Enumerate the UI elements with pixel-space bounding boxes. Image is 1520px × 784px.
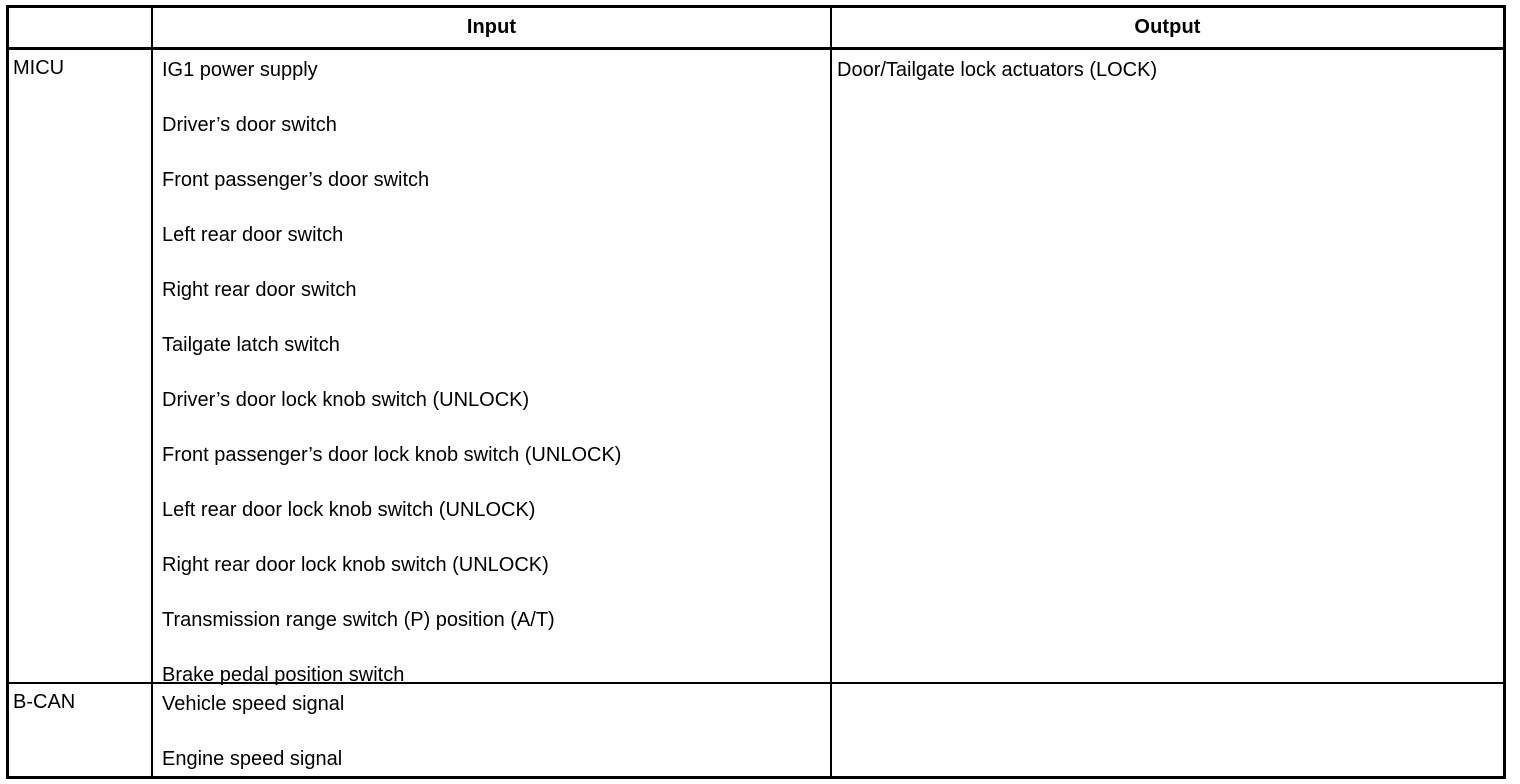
list-item: Driver’s door lock knob switch (UNLOCK)	[162, 389, 530, 411]
list-item: Tailgate latch switch	[162, 334, 340, 356]
list-item: Left rear door switch	[162, 224, 344, 246]
list-item: Front passenger’s door lock knob switch …	[162, 444, 622, 466]
list-item: Right rear door switch	[162, 279, 357, 301]
input-output-table: Input Output MICU IG1 power supply Drive…	[6, 5, 1506, 779]
list-item: IG1 power supply	[162, 59, 318, 81]
list-item: Right rear door lock knob switch (UNLOCK…	[162, 554, 549, 576]
row-outputs-micu: Door/Tailgate lock actuators (LOCK)	[832, 50, 1503, 682]
list-item: Front passenger’s door switch	[162, 169, 430, 191]
table-header-blank	[9, 8, 151, 47]
row-outputs-bcan	[832, 684, 1503, 776]
list-item: Vehicle speed signal	[162, 693, 345, 715]
row-label-bcan: B-CAN	[13, 691, 76, 713]
header-divider-rule	[9, 47, 1503, 50]
micu-bcan-divider-rule	[9, 682, 1503, 684]
list-item: Driver’s door switch	[162, 114, 337, 136]
row-inputs-bcan: Vehicle speed signal Engine speed signal	[153, 684, 830, 776]
table-header-output: Output	[1134, 16, 1201, 38]
label-column-divider-rule	[151, 8, 153, 776]
list-item: Left rear door lock knob switch (UNLOCK)	[162, 499, 536, 521]
list-item: Transmission range switch (P) position (…	[162, 609, 555, 631]
row-inputs-micu: IG1 power supply Driver’s door switch Fr…	[153, 50, 830, 686]
row-label-micu: MICU	[13, 57, 65, 79]
list-item: Engine speed signal	[162, 748, 343, 770]
input-output-divider-rule	[830, 8, 832, 776]
list-item: Door/Tailgate lock actuators (LOCK)	[837, 59, 1158, 81]
table-header-input: Input	[466, 16, 517, 38]
list-item: Brake pedal position switch	[162, 664, 405, 686]
